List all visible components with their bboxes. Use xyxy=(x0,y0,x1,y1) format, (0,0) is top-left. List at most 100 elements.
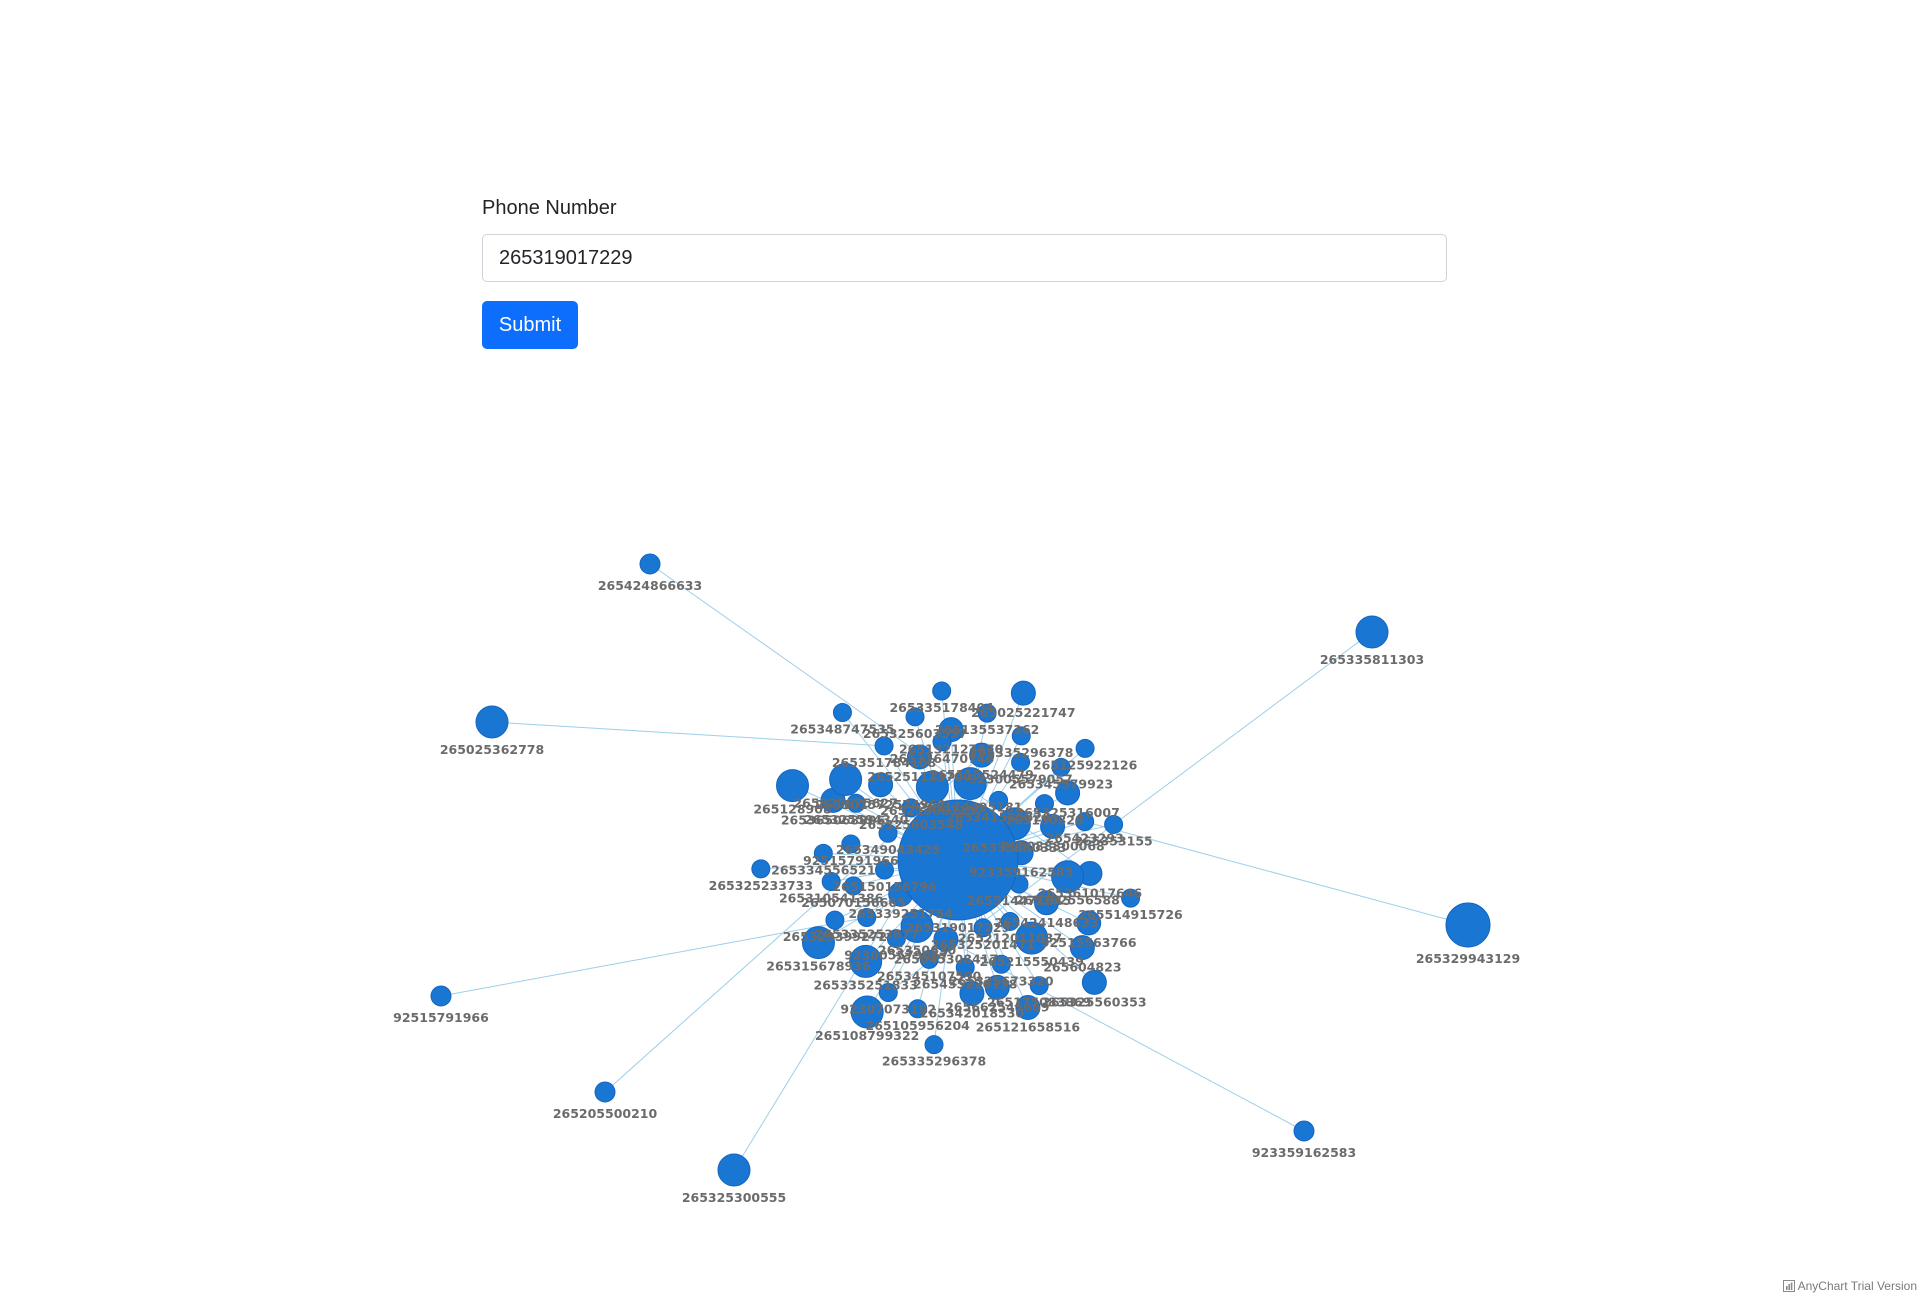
graph-node[interactable] xyxy=(900,909,934,943)
graph-node-label: 265325201471 xyxy=(931,937,1035,952)
graph-node[interactable] xyxy=(1033,890,1059,916)
graph-node[interactable] xyxy=(868,772,894,798)
graph-node-label: 265604823 xyxy=(1043,960,1121,975)
graph-node[interactable] xyxy=(1015,921,1049,955)
graph-node[interactable] xyxy=(908,999,928,1019)
graph-node-label: 265108799322 xyxy=(815,1028,919,1043)
chart-logo-icon xyxy=(1782,1280,1795,1292)
graph-edge xyxy=(887,631,1373,993)
graph-node[interactable] xyxy=(825,910,845,930)
graph-node[interactable] xyxy=(901,798,921,818)
graph-node[interactable] xyxy=(932,681,952,701)
graph-node-label: 265114495181 xyxy=(918,800,1022,815)
graph-node[interactable] xyxy=(1034,794,1054,814)
graph-node[interactable] xyxy=(905,707,925,727)
graph-node[interactable] xyxy=(717,1153,751,1187)
graph-node[interactable] xyxy=(1293,1120,1315,1142)
graph-node[interactable] xyxy=(874,736,894,756)
graph-node[interactable] xyxy=(878,823,898,843)
graph-node[interactable] xyxy=(919,949,939,969)
graph-node[interactable] xyxy=(897,799,1019,921)
graph-node-label: 265215550439 xyxy=(980,954,1084,969)
graph-node[interactable] xyxy=(1081,969,1107,995)
graph-node[interactable] xyxy=(933,926,959,952)
graph-node[interactable] xyxy=(953,767,987,801)
graph-node-label: 265128908 xyxy=(753,802,831,817)
graph-node[interactable] xyxy=(841,834,861,854)
graph-node[interactable] xyxy=(1029,976,1049,996)
graph-node[interactable] xyxy=(821,872,841,892)
graph-node[interactable] xyxy=(989,790,1009,810)
graph-node-label: 265662545669 xyxy=(945,999,1049,1014)
graph-node-label: 265350630 xyxy=(878,942,957,957)
graph-node[interactable] xyxy=(850,995,884,1029)
graph-node[interactable] xyxy=(959,980,985,1006)
graph-node[interactable] xyxy=(813,843,833,863)
graph-node[interactable] xyxy=(849,944,883,978)
graph-node[interactable] xyxy=(955,957,975,977)
anychart-credits[interactable]: AnyChart Trial Version xyxy=(1782,1279,1917,1293)
graph-node-label: 265325560353 xyxy=(1042,994,1146,1009)
graph-node[interactable] xyxy=(475,705,509,739)
graph-node-label: 265088300068 xyxy=(1000,838,1104,853)
graph-node[interactable] xyxy=(932,732,952,752)
graph-node[interactable] xyxy=(924,1035,944,1055)
graph-node[interactable] xyxy=(843,876,863,896)
graph-node[interactable] xyxy=(1121,888,1141,908)
graph-node[interactable] xyxy=(857,907,877,927)
graph-node[interactable] xyxy=(846,793,866,813)
graph-node-label: 923005579057 xyxy=(844,948,948,963)
graph-edge xyxy=(491,721,885,747)
graph-node-label: 265325594340 xyxy=(804,812,909,827)
graph-node[interactable] xyxy=(906,744,932,770)
graph-node-label: 92515563766 xyxy=(1041,935,1137,950)
graph-node[interactable] xyxy=(1075,812,1095,832)
graph-node[interactable] xyxy=(1011,752,1031,772)
graph-node-label: 265213061157 xyxy=(880,803,984,818)
graph-node[interactable] xyxy=(639,553,661,575)
graph-node[interactable] xyxy=(915,770,949,804)
graph-node[interactable] xyxy=(1355,615,1389,649)
graph-node[interactable] xyxy=(1055,780,1081,806)
graph-edge xyxy=(1084,821,1469,926)
graph-node-label: 265339251754 xyxy=(849,906,954,921)
graph-node[interactable] xyxy=(1051,860,1085,894)
graph-node[interactable] xyxy=(991,954,1011,974)
graph-node-label: 265325673320 xyxy=(949,973,1054,988)
graph-node-label: 265348747535 xyxy=(790,721,894,736)
graph-node[interactable] xyxy=(1000,911,1020,931)
graph-node[interactable] xyxy=(1015,995,1041,1021)
graph-node[interactable] xyxy=(886,929,906,949)
graph-node[interactable] xyxy=(430,985,452,1007)
graph-node[interactable] xyxy=(829,763,863,797)
graph-node[interactable] xyxy=(973,918,993,938)
graph-node[interactable] xyxy=(1445,902,1491,948)
graph-node[interactable] xyxy=(1040,813,1066,839)
graph-node[interactable] xyxy=(878,983,898,1003)
graph-node[interactable] xyxy=(832,702,852,722)
graph-node[interactable] xyxy=(1051,757,1071,777)
graph-node-label: 265070156665 xyxy=(801,895,905,910)
graph-node-label: 265342018530 xyxy=(920,1005,1025,1020)
graph-nodes xyxy=(430,553,1491,1187)
graph-node[interactable] xyxy=(751,859,771,879)
graph-node[interactable] xyxy=(1069,935,1095,961)
graph-node[interactable] xyxy=(776,769,810,803)
phone-number-input[interactable] xyxy=(482,234,1447,282)
graph-node[interactable] xyxy=(984,974,1010,1000)
graph-node[interactable] xyxy=(594,1081,616,1103)
graph-node[interactable] xyxy=(1011,726,1031,746)
graph-node[interactable] xyxy=(969,742,995,768)
graph-node[interactable] xyxy=(977,703,997,723)
graph-node-label: 265514471845 xyxy=(967,893,1071,908)
graph-node-label: 265132127470 xyxy=(899,742,1004,757)
graph-node[interactable] xyxy=(1076,910,1102,936)
graph-node[interactable] xyxy=(1010,680,1036,706)
graph-node[interactable] xyxy=(1104,814,1124,834)
graph-node-label: 265115524479 xyxy=(929,767,1033,782)
graph-node[interactable] xyxy=(801,926,835,960)
graph-node[interactable] xyxy=(1075,738,1095,758)
graph-node[interactable] xyxy=(875,860,895,880)
submit-button[interactable]: Submit xyxy=(482,301,578,349)
